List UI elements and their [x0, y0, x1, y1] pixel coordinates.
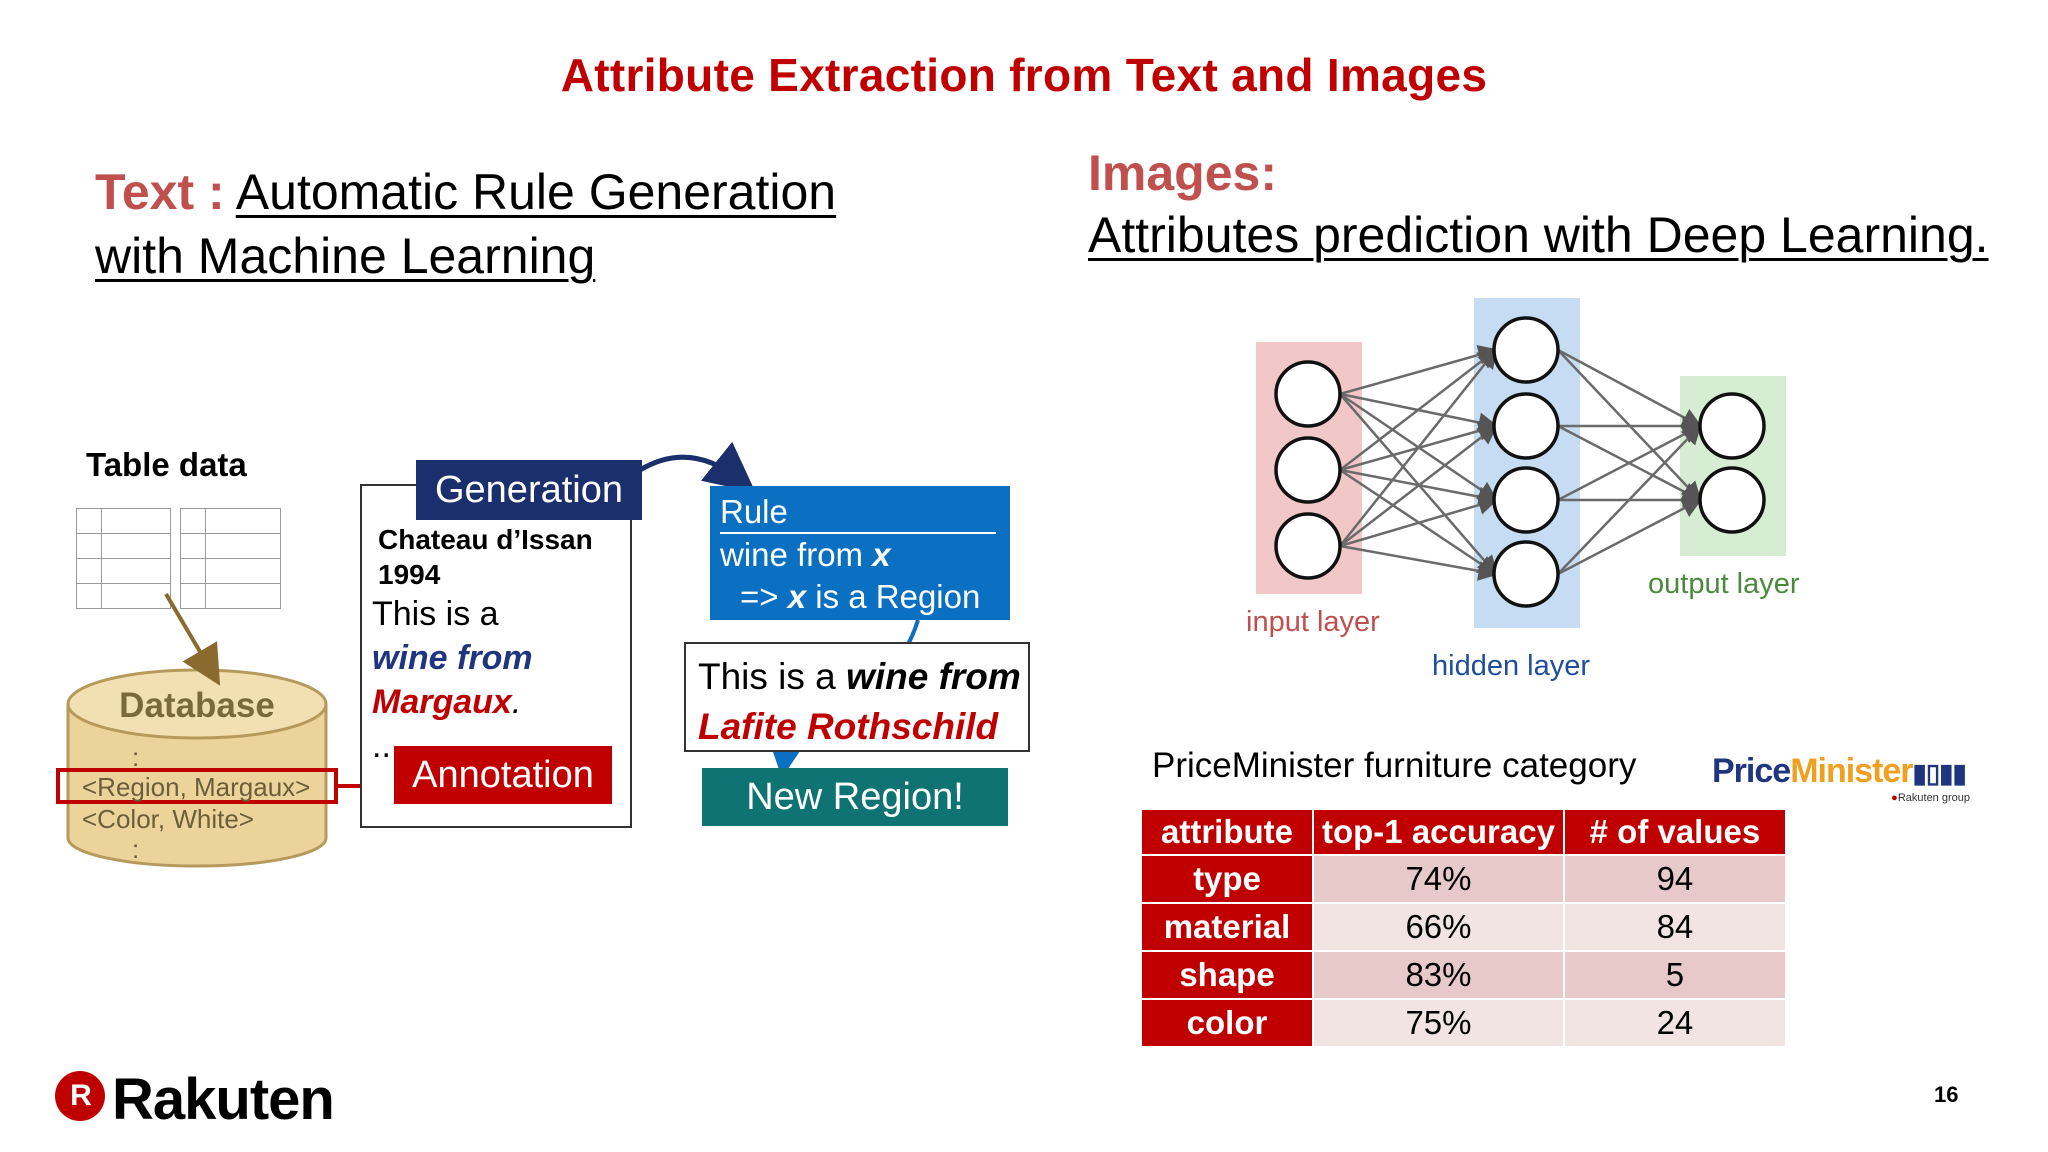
sentence-prefix: This is a: [698, 656, 847, 697]
rule-title: Rule: [720, 492, 996, 534]
rule-line2-arrow: =>: [740, 578, 788, 615]
rakuten-r-letter: R: [70, 1079, 92, 1112]
rule-line1-var: x: [872, 536, 891, 573]
accuracy-table: attribute top-1 accuracy # of values typ…: [1140, 808, 1787, 1048]
document-title: Chateau d’Issan 1994: [378, 522, 593, 592]
hidden-node: [1492, 466, 1560, 534]
row-attribute: material: [1140, 902, 1314, 952]
database-dots-bottom: :: [132, 834, 140, 864]
table-row: shape 83% 5: [1140, 950, 1787, 1000]
row-values: 94: [1562, 854, 1787, 904]
rule-box: Rule wine from x => x is a Region: [710, 486, 1010, 620]
hidden-layer-label: hidden layer: [1432, 650, 1590, 682]
page-number: 16: [1934, 1082, 1959, 1107]
table-header-row: attribute top-1 accuracy # of values: [1140, 808, 1787, 856]
input-node: [1274, 360, 1342, 428]
row-attribute: shape: [1140, 950, 1314, 1000]
hidden-node: [1492, 540, 1560, 608]
text-heading: Text : Automatic Rule Generation with Ma…: [95, 160, 995, 288]
database-entry-region: <Region, Margaux>: [82, 772, 311, 802]
hidden-node: [1492, 316, 1560, 384]
text-heading-line1: Automatic Rule Generation: [235, 164, 837, 220]
document-period: .: [511, 683, 522, 721]
images-heading: Images: Attributes prediction with Deep …: [1088, 142, 2028, 266]
slide-title: Attribute Extraction from Text and Image…: [560, 49, 1488, 101]
rakuten-r-circle: [55, 1071, 105, 1121]
document-title-line2: 1994: [378, 559, 441, 590]
new-region-label: New Region!: [702, 768, 1008, 826]
output-node: [1698, 392, 1766, 460]
document-wine-from: wine from: [372, 639, 533, 677]
table-row: material 66% 84: [1140, 902, 1787, 952]
generation-label: Generation: [416, 460, 642, 520]
text-heading-prefix: Text :: [95, 164, 225, 220]
network-nodes: [1274, 316, 1766, 608]
output-node: [1698, 466, 1766, 534]
sentence-wine-from: wine from: [846, 656, 1021, 697]
database-entry-color: <Color, White>: [82, 804, 254, 834]
row-attribute: color: [1140, 998, 1314, 1048]
document-ellipsis: ..: [372, 727, 391, 765]
row-accuracy: 75%: [1312, 998, 1565, 1048]
table-data-grid-left: [76, 508, 171, 609]
row-values: 84: [1562, 902, 1787, 952]
table-row: color 75% 24: [1140, 998, 1787, 1048]
database-label: Database: [119, 686, 275, 725]
barcode-icon: ▮▯▮▮: [1912, 758, 1967, 788]
document-body: This is a wine from Margaux. ..: [372, 592, 572, 768]
row-values: 24: [1562, 998, 1787, 1048]
row-attribute: type: [1140, 854, 1314, 904]
rakuten-mini-icon: ●: [1891, 792, 1898, 804]
document-margaux: Margaux: [372, 683, 512, 721]
rule-line1: wine from x: [720, 536, 891, 573]
rule-line2-var: x: [787, 578, 807, 615]
table-row: type 74% 94: [1140, 854, 1787, 904]
logo-minister-text: Minister: [1790, 752, 1913, 790]
header-attribute: attribute: [1140, 808, 1314, 856]
table-data-grid-right: [180, 508, 281, 609]
row-accuracy: 74%: [1312, 854, 1565, 904]
priceminister-caption: PriceMinister furniture category: [1152, 746, 1637, 785]
annotation-label: Annotation: [394, 746, 612, 804]
table-to-database-arrow: [164, 592, 221, 686]
row-accuracy: 66%: [1312, 902, 1565, 952]
rule-line2-text: is a Region: [806, 578, 981, 615]
row-values: 5: [1562, 950, 1787, 1000]
document-body-line1: This is a: [372, 595, 499, 633]
rakuten-logo: Rakuten: [112, 1067, 335, 1132]
database-dots-top: :: [132, 742, 140, 772]
hidden-node: [1492, 392, 1560, 460]
images-heading-text: Attributes prediction with Deep Learning…: [1088, 207, 1989, 263]
logo-sub: ●Rakuten group: [1712, 792, 1970, 804]
header-values: # of values: [1562, 808, 1787, 856]
example-sentence-box: This is a wine from Lafite Rothschild: [684, 642, 1030, 752]
output-layer-label: output layer: [1648, 568, 1800, 600]
rule-line1-text: wine from: [720, 536, 873, 573]
rule-line2: => x is a Region: [720, 576, 1010, 618]
priceminister-logo: PriceMinister▮▯▮▮ ●Rakuten group: [1712, 752, 1978, 804]
logo-price-text: Price: [1712, 752, 1791, 790]
input-node: [1274, 436, 1342, 504]
logo-sub-text: Rakuten group: [1897, 792, 1970, 804]
input-node: [1274, 512, 1342, 580]
images-heading-prefix: Images:: [1088, 145, 1277, 201]
input-layer-label: input layer: [1246, 606, 1380, 638]
sentence-lafite-rothschild: Lafite Rothschild: [698, 706, 999, 747]
network-connections: [1339, 345, 1703, 581]
row-accuracy: 83%: [1312, 950, 1565, 1000]
document-title-line1: Chateau d’Issan: [378, 524, 593, 555]
header-accuracy: top-1 accuracy: [1312, 808, 1565, 856]
text-heading-line2: with Machine Learning: [95, 228, 596, 284]
table-data-label: Table data: [86, 446, 247, 483]
